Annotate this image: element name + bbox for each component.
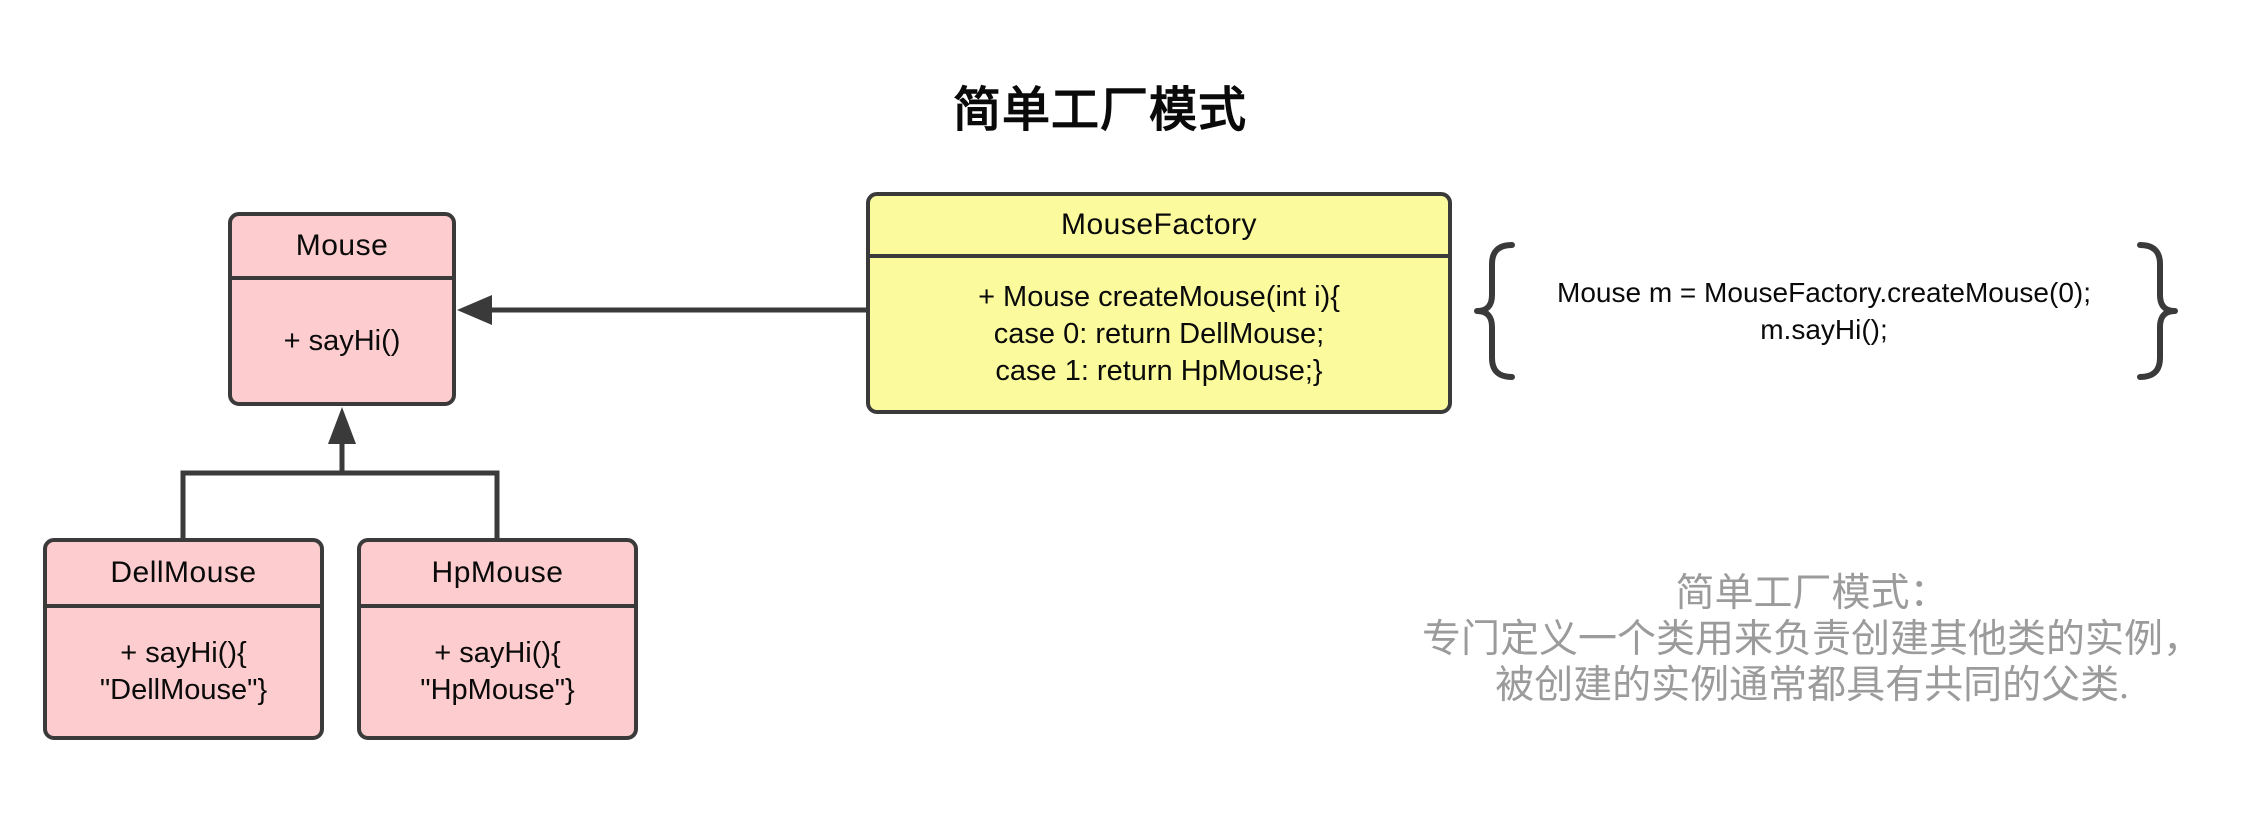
usage-code-snippet: Mouse m = MouseFactory.createMouse(0); m… (1557, 274, 2091, 348)
pattern-note-line: 被创建的实例通常都具有共同的父类. (1495, 664, 2129, 707)
class-name-mousefactory: MouseFactory (870, 196, 1448, 258)
member-line: + Mouse createMouse(int i){ (978, 280, 1340, 313)
up-arrowhead-icon (328, 407, 356, 444)
pattern-note: 简单工厂模式： 专门定义一个类用来负责创建其他类的实例， 被创建的实例通常都具有… (1422, 571, 2202, 709)
page-title: 简单工厂模式 (952, 84, 1248, 137)
class-members-mouse: + sayHi() (232, 280, 452, 402)
class-name-hpmouse: HpMouse (361, 542, 634, 608)
left-arrowhead-icon (457, 295, 492, 325)
class-box-dellmouse: DellMouse + sayHi(){ "DellMouse"} (43, 538, 324, 740)
usage-code-line: Mouse m = MouseFactory.createMouse(0); (1556, 277, 2092, 308)
member-line: case 0: return DellMouse; (993, 317, 1325, 350)
class-name-dellmouse: DellMouse (47, 542, 320, 608)
class-box-hpmouse: HpMouse + sayHi(){ "HpMouse"} (357, 538, 638, 740)
member-line: + sayHi(){ (434, 637, 561, 669)
class-members-mousefactory: + Mouse createMouse(int i){ case 0: retu… (870, 258, 1448, 410)
pattern-note-line: 简单工厂模式： (1675, 572, 1949, 615)
member-line: case 1: return HpMouse;} (995, 354, 1323, 387)
pattern-note-line: 专门定义一个类用来负责创建其他类的实例， (1421, 618, 2203, 661)
class-box-mouse: Mouse + sayHi() (228, 212, 456, 406)
member-line: "HpMouse"} (420, 674, 575, 706)
member-line: "DellMouse"} (99, 674, 268, 706)
inheritance-tree-line (180, 470, 500, 538)
class-box-mousefactory: MouseFactory + Mouse createMouse(int i){… (866, 192, 1452, 414)
member-line: + sayHi(){ (120, 637, 247, 669)
usage-code-line: m.sayHi(); (1760, 314, 1888, 345)
left-brace-icon (1474, 242, 1515, 380)
class-members-dellmouse: + sayHi(){ "DellMouse"} (47, 608, 320, 736)
class-members-hpmouse: + sayHi(){ "HpMouse"} (361, 608, 634, 736)
class-name-mouse: Mouse (232, 216, 452, 280)
member-line: + sayHi() (283, 324, 401, 357)
right-brace-icon (2137, 242, 2178, 380)
